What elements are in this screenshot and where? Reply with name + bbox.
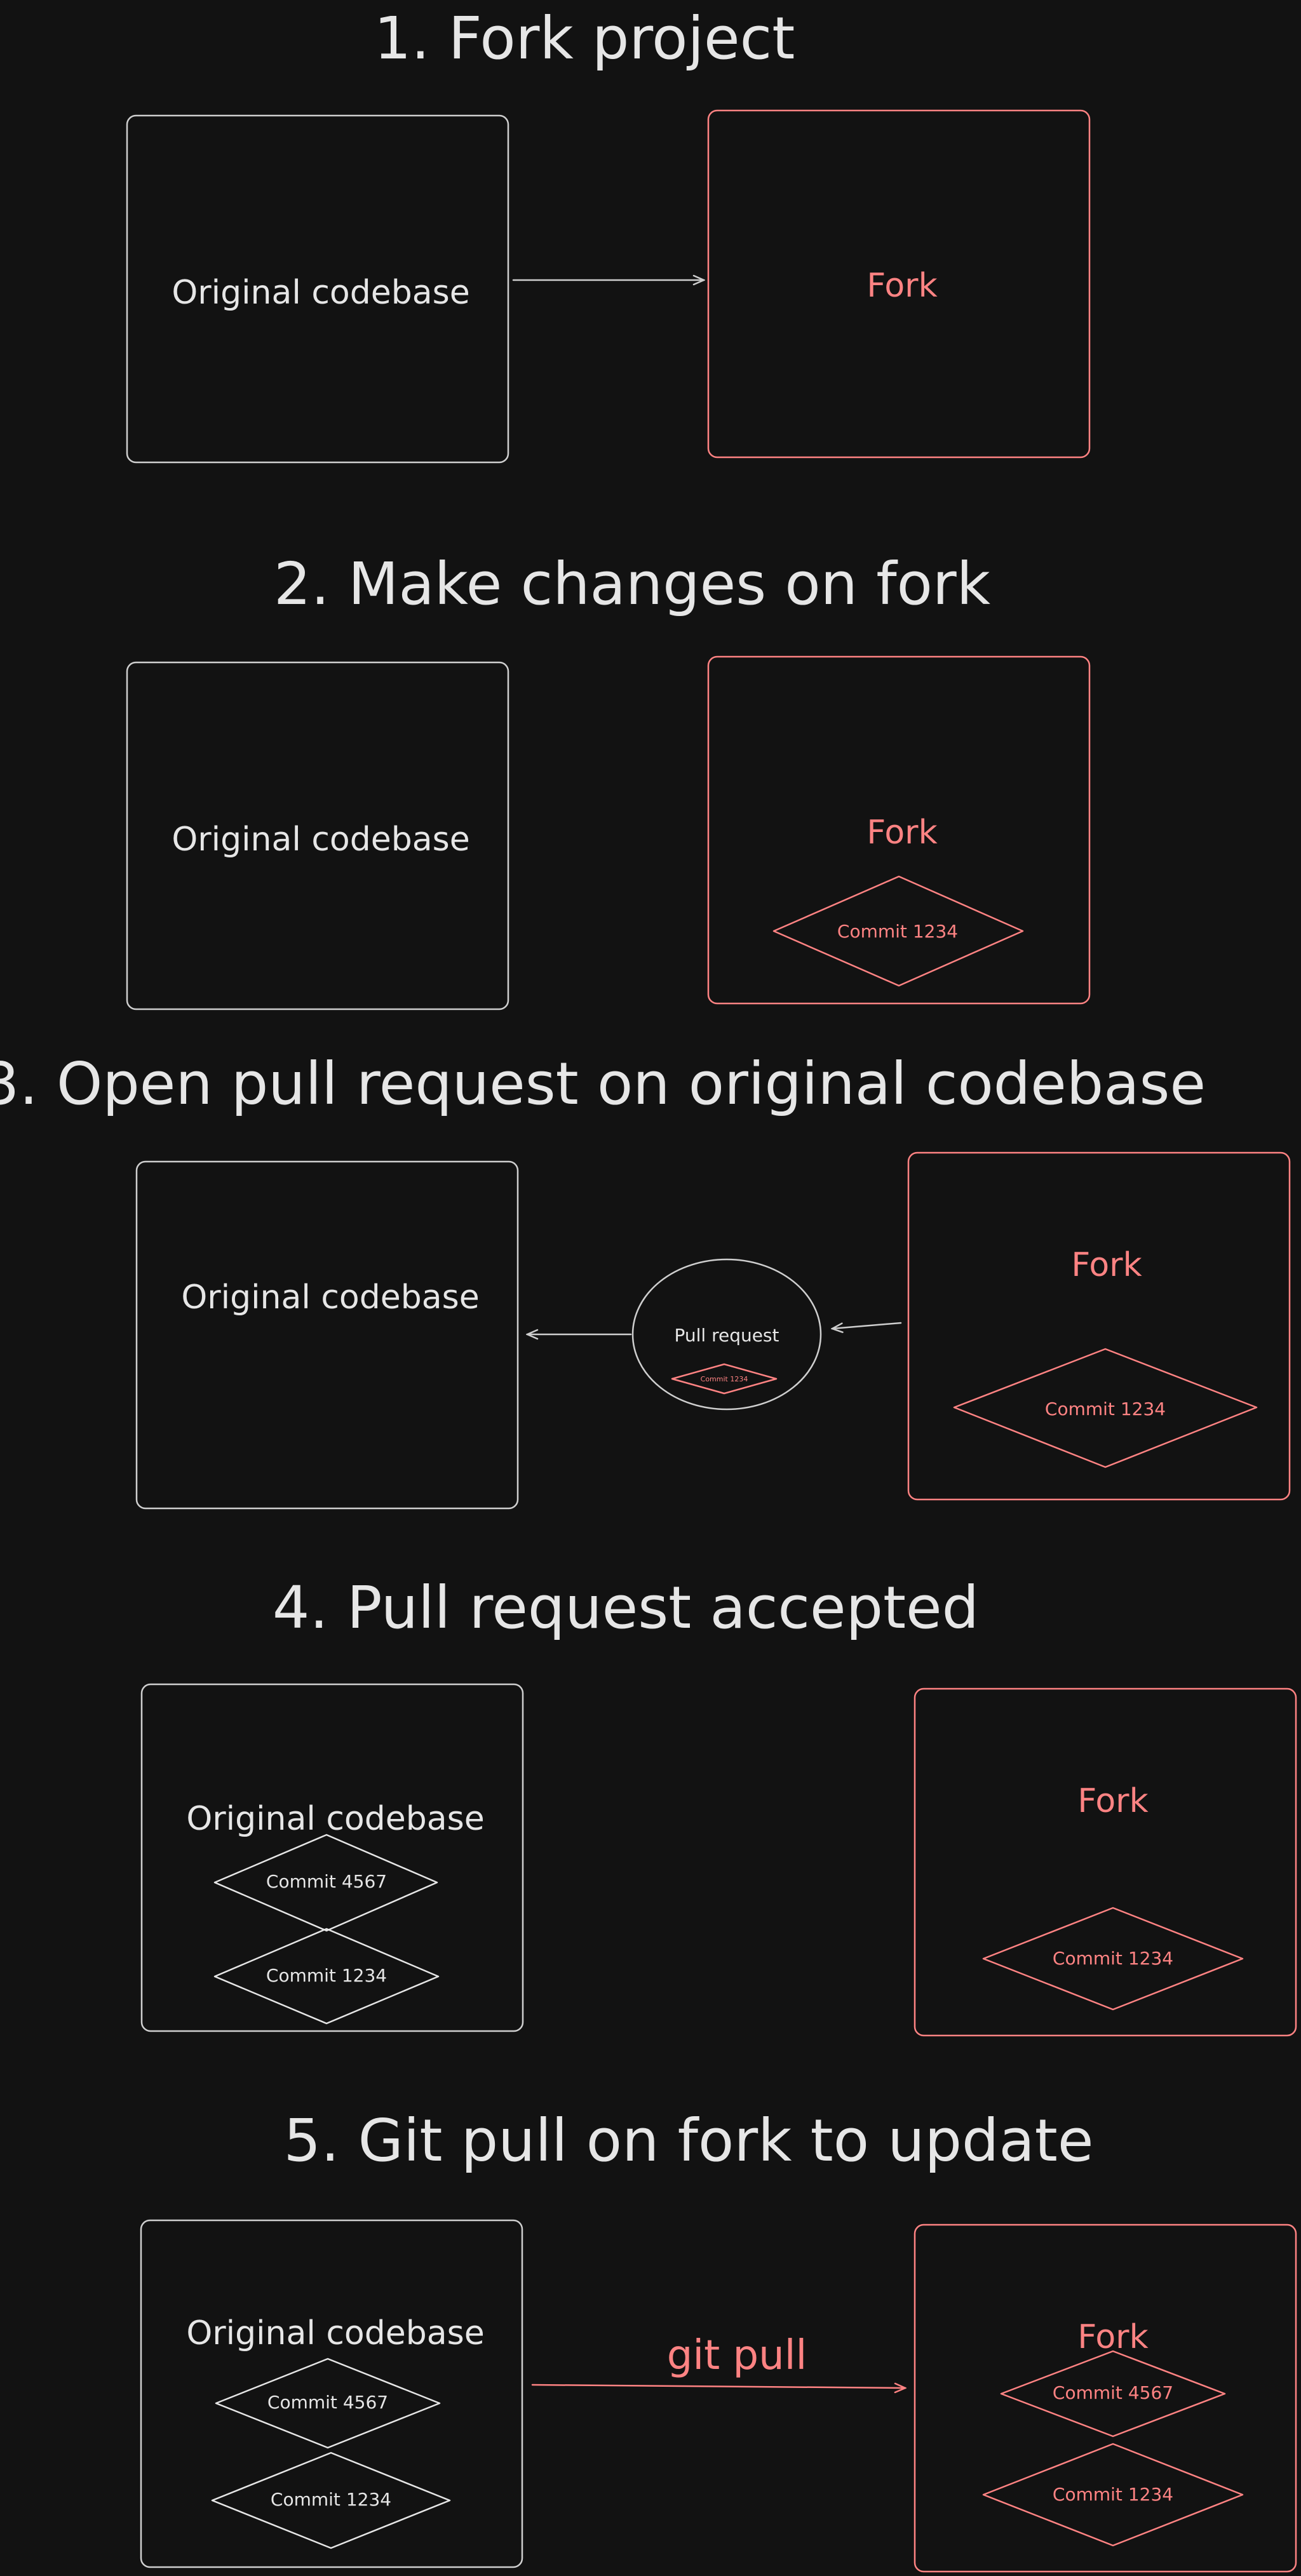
step-3-pull-request-circle (631, 1258, 822, 1411)
step-2-title: 2. Make changes on fork (274, 550, 991, 618)
step-2-fork-commit-diamond (772, 875, 1024, 987)
step-5-original-commit-2-diamond (211, 2452, 451, 2549)
step-5-fork-box (913, 2224, 1297, 2573)
step-4-fork-label: Fork (1077, 1782, 1148, 1820)
step-4-fork-commit-label: Commit 1234 (1053, 1948, 1173, 1969)
step-4-fork-commit-diamond (982, 1907, 1244, 2011)
step-5: 5. Git pull on fork to update Original c… (140, 2107, 1297, 2573)
step-4-fork-box (913, 1687, 1297, 2037)
step-3-pr-commit-diamond (671, 1363, 778, 1395)
step-1: 1. Fork project Original codebase Fork (126, 4, 1091, 464)
step-1-fork-label: Fork (866, 267, 937, 305)
step-5-title: 5. Git pull on fork to update (284, 2107, 1094, 2175)
step-3-fork-commit-diamond (953, 1348, 1258, 1468)
step-3-pull-request-label: Pull request (674, 1325, 779, 1346)
step-5-original-commit-2-label: Commit 1234 (271, 2489, 391, 2510)
step-1-original-box (126, 114, 509, 464)
step-2-fork-commit-label: Commit 1234 (837, 921, 958, 942)
step-4-original-commit-1-label: Commit 4567 (266, 1871, 387, 1892)
step-3-fork-to-pr-arrow (832, 1322, 902, 1329)
step-2-original-label: Original codebase (172, 821, 469, 859)
step-3-fork-commit-label: Commit 1234 (1045, 1399, 1166, 1419)
step-3-title: 3. Open pull request on original codebas… (0, 1050, 1206, 1118)
step-4-original-commit-2-diamond (213, 1928, 440, 2025)
step-4-original-commit-1-diamond (213, 1834, 438, 1932)
step-5-fork-commit-1-diamond (1000, 2350, 1226, 2438)
step-2-original-box (126, 661, 509, 1010)
step-3-fork-label: Fork (1071, 1246, 1142, 1284)
step-3-pr-commit-label: Commit 1234 (701, 1375, 748, 1383)
step-5-fork-commit-1-label: Commit 4567 (1053, 2382, 1173, 2403)
step-5-git-pull-label: git pull (667, 2332, 807, 2379)
step-1-original-label: Original codebase (172, 274, 469, 312)
step-2: 2. Make changes on fork Original codebas… (126, 550, 1091, 1010)
step-2-fork-box (707, 655, 1091, 1005)
step-5-original-label: Original codebase (186, 2314, 484, 2352)
step-4-original-box (140, 1683, 524, 2032)
step-2-fork-label: Fork (866, 814, 937, 852)
step-5-fork-commit-2-label: Commit 1234 (1053, 2484, 1173, 2505)
step-1-title: 1. Fork project (374, 4, 795, 72)
step-4: 4. Pull request accepted Original codeba… (140, 1574, 1297, 2037)
step-3-original-box (135, 1160, 519, 1510)
step-1-fork-box (707, 109, 1091, 459)
step-5-original-box (140, 2219, 523, 2568)
step-5-git-pull-arrow (531, 2385, 905, 2388)
step-5-fork-commit-2-diamond (982, 2443, 1244, 2547)
step-5-fork-label: Fork (1077, 2318, 1148, 2356)
step-5-original-commit-1-label: Commit 4567 (267, 2392, 388, 2413)
step-3-fork-box (907, 1151, 1291, 1501)
step-4-title: 4. Pull request accepted (273, 1574, 979, 1642)
step-3: 3. Open pull request on original codebas… (0, 1050, 1291, 1510)
step-3-original-label: Original codebase (181, 1278, 479, 1317)
step-4-original-commit-2-label: Commit 1234 (266, 1965, 387, 1986)
step-5-original-commit-1-diamond (215, 2358, 441, 2449)
step-4-original-label: Original codebase (186, 1800, 484, 1838)
